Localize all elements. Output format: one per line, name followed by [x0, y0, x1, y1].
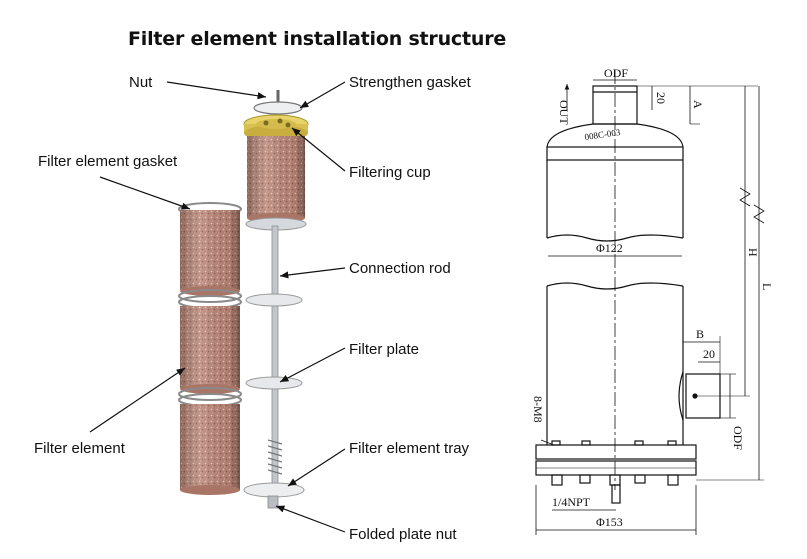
dim-odf-side: ODF [731, 426, 745, 450]
filter-element-stack [178, 202, 242, 495]
diagram-title: Filter element installation structure [128, 28, 507, 50]
dim-b: B [696, 327, 704, 341]
dim-odf-top: ODF [604, 66, 628, 80]
label-connection-rod: Connection rod [349, 260, 451, 277]
label-filter-element-gasket: Filter element gasket [38, 153, 178, 170]
dim-bolts: 8-M8 [531, 396, 545, 423]
dim-phi-153: Φ153 [596, 515, 623, 529]
label-folded-plate-nut: Folded plate nut [349, 526, 457, 543]
label-filter-plate: Filter plate [349, 341, 420, 358]
filter-core-assembly [243, 90, 309, 509]
dim-a: A [691, 100, 705, 109]
label-filter-element-tray: Filter element tray [349, 440, 470, 457]
dim-h: H [746, 248, 760, 257]
dim-npt: 1/4NPT [552, 495, 591, 509]
dim-phi-122: Φ122 [596, 241, 623, 255]
label-filter-element: Filter element [34, 440, 125, 457]
dim-l: L [760, 283, 774, 290]
leader-lines [89, 81, 346, 533]
model-mark: 008C-003 [584, 127, 622, 142]
dim-out: OUT [557, 100, 571, 125]
label-strengthen-gasket: Strengthen gasket [349, 74, 471, 91]
label-nut: Nut [129, 74, 153, 91]
label-filtering-cup: Filtering cup [349, 164, 431, 181]
dim-20-side: 20 [703, 347, 715, 361]
technical-drawing [535, 70, 765, 535]
dim-20-top: 20 [654, 92, 668, 104]
